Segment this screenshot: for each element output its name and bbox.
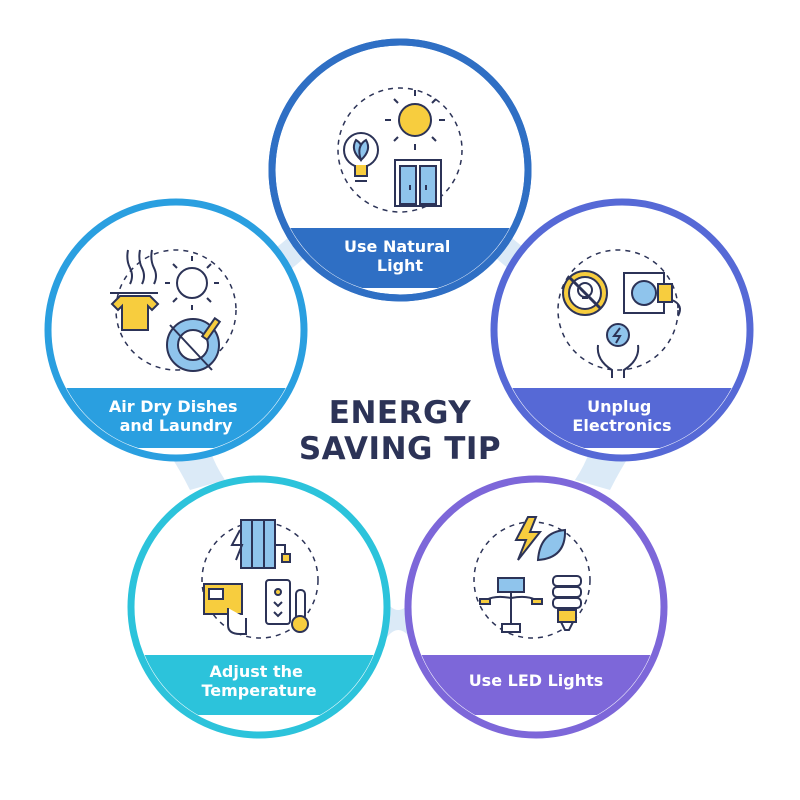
sun-icon	[165, 256, 219, 310]
tip-label-natural-light-line1: Use Natural	[344, 237, 450, 256]
tip-label-air-dry-line1: Air Dry Dishes	[109, 397, 238, 416]
phone-remote-icon	[265, 579, 291, 625]
tip-label-air-dry-line2: and Laundry	[120, 416, 233, 435]
thermostat-icon	[203, 583, 247, 635]
tip-label-natural-light-line2: Light	[377, 256, 424, 275]
no-lightbulb-icon	[562, 270, 608, 316]
tip-label-unplug-line1: Unplug	[587, 397, 651, 416]
diagram-title-line2: SAVING TIP	[298, 431, 502, 467]
diagram-title-line1: ENERGY	[328, 395, 472, 431]
svg-text:Adjust the Temperature: Adjust the Temperature	[201, 662, 316, 700]
dashed-ring	[337, 87, 463, 213]
tip-label-led-line1: Use LED Lights	[469, 671, 604, 690]
diagram-title: ENERGY SAVING TIP	[250, 395, 550, 467]
radiator-icon	[230, 519, 291, 569]
window-icon	[394, 159, 442, 207]
tip-circle-natural-light: Use Natural Light	[268, 38, 532, 302]
svg-text:Unplug Electronics: Unplug Electronics	[572, 397, 671, 435]
lightning-leaf-icon	[514, 516, 567, 562]
svg-text:Use LED Lights: Use LED Lights	[469, 671, 604, 690]
hands-energy-icon	[596, 323, 640, 378]
tip-circle-adjust-temperature: Adjust the Temperature	[127, 475, 391, 739]
tip-circle-led-lights: Use LED Lights	[404, 475, 668, 739]
thermometer-icon	[291, 589, 309, 633]
tip-label-unplug-line2: Electronics	[572, 416, 671, 435]
tip-circle-unplug-electronics: Unplug Electronics	[490, 198, 754, 462]
svg-text:Use Natural Light: Use Natural Light	[344, 237, 456, 275]
sun-icon	[385, 90, 445, 150]
tip-circle-air-dry: Air Dry Dishes and Laundry	[44, 198, 308, 462]
dashed-ring	[115, 249, 237, 371]
lightbulb-leaf-icon	[343, 132, 379, 182]
solar-streetlight-icon	[479, 577, 543, 633]
tip-label-temperature-line1: Adjust the	[210, 662, 303, 681]
tip-label-temperature-line2: Temperature	[201, 681, 316, 700]
led-bulb-icon	[552, 575, 582, 631]
dashed-ring	[557, 249, 679, 371]
svg-text:Air Dry Dishes and Laund: Air Dry Dishes and Laundry	[109, 397, 243, 435]
dishes-icon	[166, 316, 222, 372]
socket-plug-icon	[623, 272, 681, 317]
shirt-clothesline-icon	[110, 249, 160, 331]
